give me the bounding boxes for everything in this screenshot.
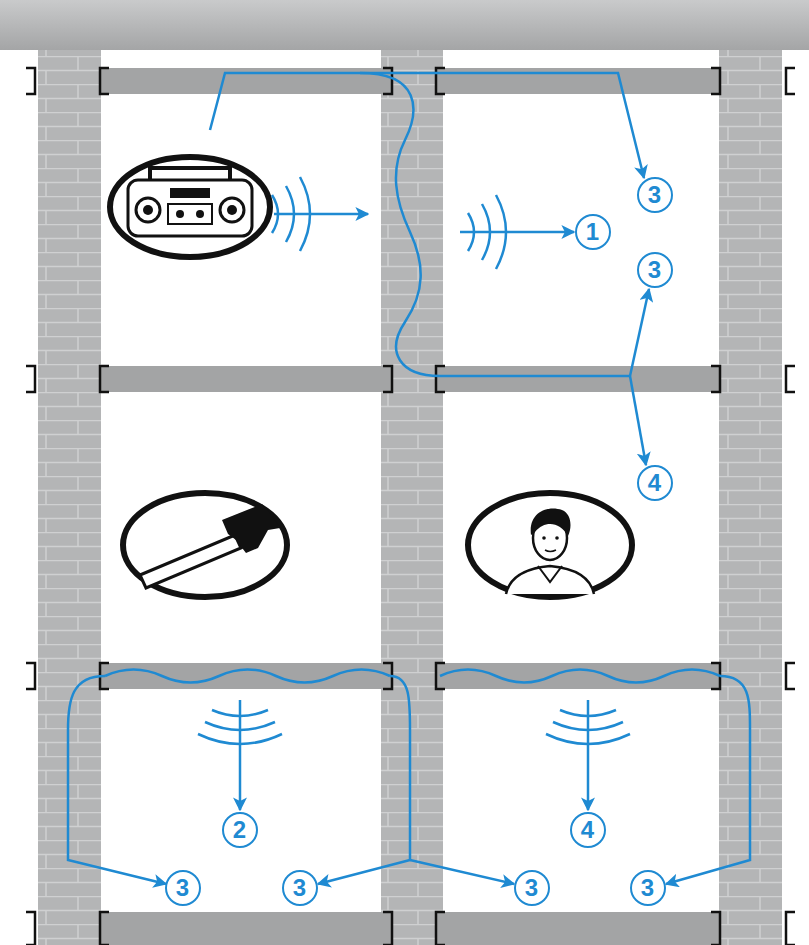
hammer-icon (123, 493, 287, 597)
floor-beam (100, 912, 392, 945)
sound-path (68, 73, 750, 884)
boombox-icon (110, 157, 270, 257)
person-icon (545, 550, 556, 552)
boombox-icon (196, 210, 204, 218)
callout-number: 4 (637, 465, 673, 501)
beam-bracket (26, 366, 35, 392)
hammer-icon (140, 535, 241, 588)
sound-path (274, 213, 368, 216)
person-icon (468, 493, 632, 597)
callout-text: 1 (586, 220, 599, 244)
sound-path (239, 700, 242, 810)
sound-path (630, 376, 646, 465)
callout-text: 3 (525, 876, 538, 900)
beam-bracket (711, 912, 720, 945)
floor-beam (100, 663, 392, 689)
beam-bracket (711, 366, 720, 392)
beam-bracket (786, 912, 795, 945)
callout-number: 1 (575, 214, 611, 250)
boombox-icon (143, 205, 153, 215)
sound-path (360, 73, 630, 376)
beam-bracket (26, 68, 795, 945)
person-icon (506, 566, 594, 594)
beam-bracket (436, 366, 445, 392)
sound-path (318, 676, 410, 884)
callout-text: 4 (581, 818, 594, 842)
callout-number: 3 (637, 177, 673, 213)
brick-column (38, 50, 101, 945)
callout-text: 3 (293, 876, 306, 900)
person-icon (531, 508, 571, 536)
floor-beam (436, 366, 720, 392)
sound-path (587, 700, 590, 810)
sound-path (460, 231, 574, 234)
callout-text: 4 (648, 471, 661, 495)
callout-number: 4 (570, 812, 606, 848)
boombox-icon (128, 180, 252, 236)
beam-bracket (786, 366, 795, 392)
beam-bracket (436, 912, 445, 945)
beam-bracket (383, 912, 392, 945)
callout-number: 3 (282, 870, 318, 906)
beam-bracket (711, 68, 720, 94)
beam-bracket (100, 366, 109, 392)
brick-column (381, 50, 443, 945)
person-icon (468, 493, 632, 597)
callout-text: 3 (648, 183, 661, 207)
callout-number: 3 (165, 870, 201, 906)
boombox-icon (136, 198, 160, 222)
callout-number: 2 (222, 812, 258, 848)
beam-bracket (100, 912, 109, 945)
boombox-icon (220, 198, 244, 222)
sound-path (630, 289, 649, 376)
callout-text: 3 (641, 876, 654, 900)
callout-number: 3 (630, 870, 666, 906)
callout-number: 3 (514, 870, 550, 906)
person-icon (555, 536, 559, 540)
beam-bracket (26, 68, 35, 94)
person-icon (542, 536, 546, 540)
beam-bracket (786, 68, 795, 94)
person-icon (538, 566, 562, 582)
beam-bracket (26, 663, 35, 689)
boombox-icon (170, 188, 210, 198)
callout-number: 3 (637, 252, 673, 288)
sound-path (440, 670, 720, 683)
floor-slab (0, 0, 809, 50)
sound-path (210, 73, 644, 178)
beam-bracket (26, 912, 35, 945)
floor-beam (436, 912, 720, 945)
callout-text: 2 (233, 818, 246, 842)
floor-slab (0, 0, 809, 50)
beam-bracket (100, 68, 109, 94)
boombox-icon (176, 210, 184, 218)
boombox-icon (110, 157, 270, 257)
hammer-icon (123, 493, 287, 597)
beam-bracket (383, 366, 392, 392)
boombox-icon (227, 205, 237, 215)
brick-column (38, 50, 782, 945)
floor-beam (100, 366, 392, 392)
sound-path (410, 860, 514, 884)
sound-path (68, 676, 166, 884)
sound-path (666, 676, 750, 884)
callout-text: 3 (648, 258, 661, 282)
callout-text: 3 (176, 876, 189, 900)
boombox-icon (150, 168, 230, 180)
hammer-icon (222, 504, 280, 553)
floor-beam (100, 68, 720, 945)
beam-bracket (786, 663, 795, 689)
sound-path (105, 670, 390, 683)
boombox-icon (168, 204, 212, 224)
floor-beam (436, 663, 720, 689)
